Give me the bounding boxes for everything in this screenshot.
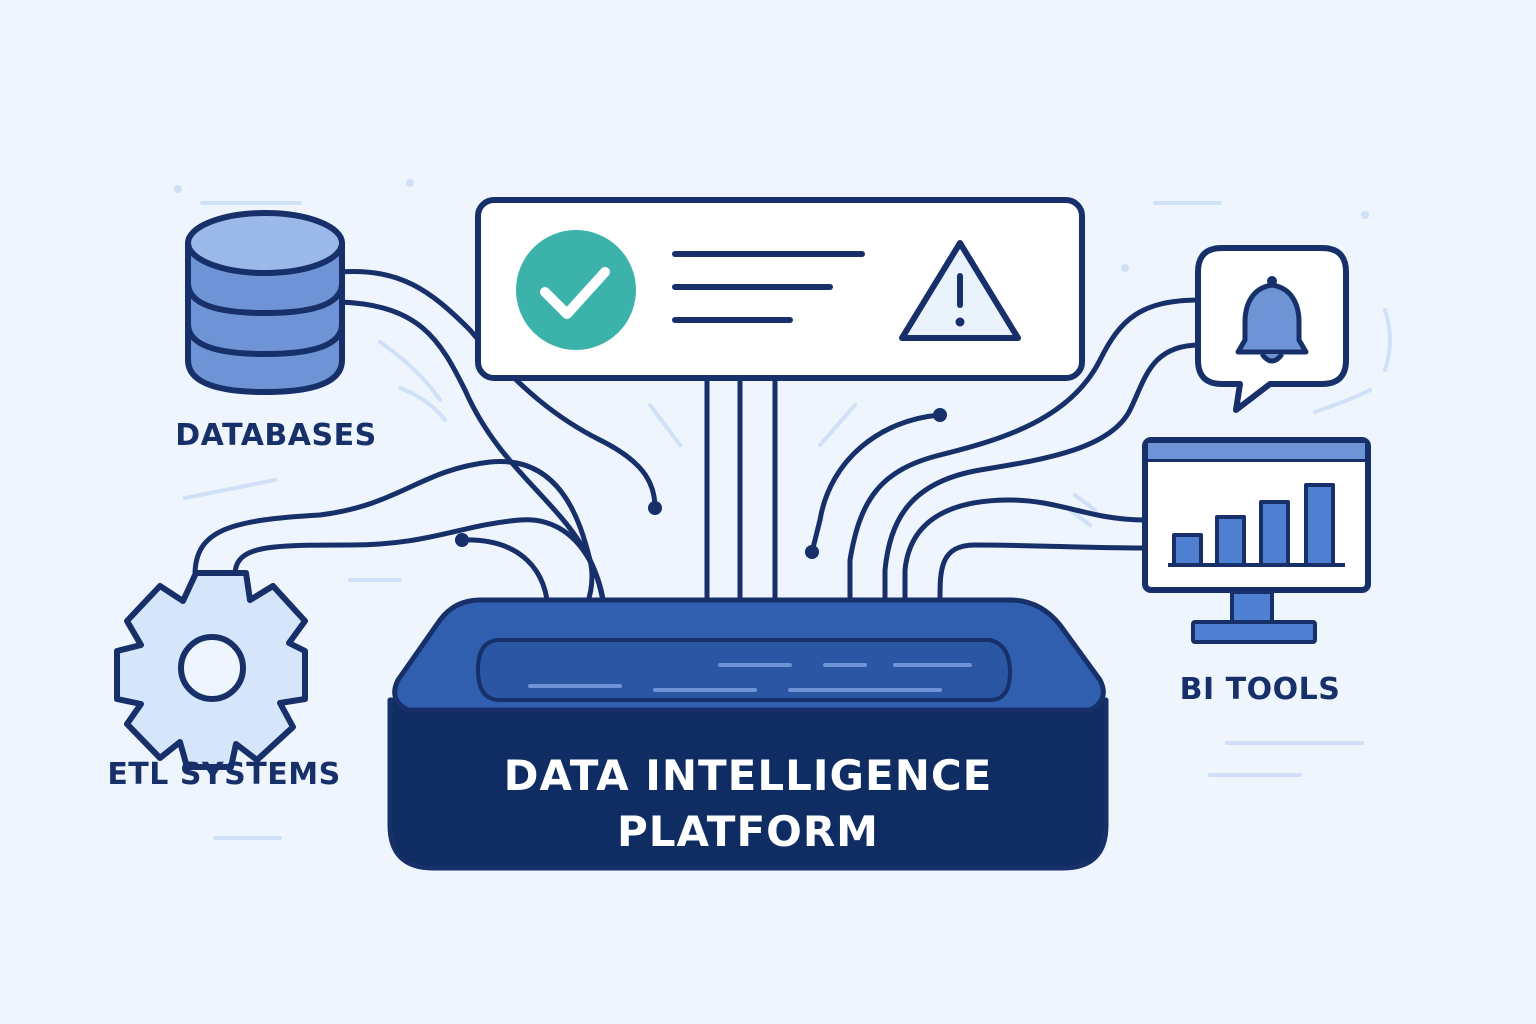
bell-icon xyxy=(1235,276,1309,364)
bell-link-1 xyxy=(847,297,1203,643)
background-decorations xyxy=(174,179,1392,840)
gear-icon xyxy=(114,570,308,770)
platform-base xyxy=(387,697,1109,871)
platform-block xyxy=(387,597,1109,871)
platform-title-line2: PLATFORM xyxy=(617,807,879,856)
database-icon xyxy=(185,210,345,395)
bi-bars xyxy=(1172,483,1335,567)
etl-systems-label: ETL SYSTEMS xyxy=(107,757,341,792)
platform-title-line1: DATA INTELLIGENCE xyxy=(503,751,993,800)
bell-link-3 xyxy=(809,412,943,555)
platform-dashes xyxy=(528,663,972,692)
platform-title: DATA INTELLIGENCE PLATFORM xyxy=(504,748,993,860)
db-link-1 xyxy=(337,269,658,511)
bi-tools-label: BI TOOLS xyxy=(1179,672,1341,707)
text-lines xyxy=(672,251,865,323)
bi-link-2 xyxy=(937,542,1148,603)
check-circle-icon xyxy=(516,230,636,350)
databases-label: DATABASES xyxy=(175,418,377,453)
bi-link-1 xyxy=(902,497,1148,643)
bell-link-2 xyxy=(882,342,1203,643)
alert-panel xyxy=(475,197,1085,381)
bell-bubble xyxy=(1195,245,1349,413)
connection-dots xyxy=(455,408,947,559)
warning-triangle-icon xyxy=(899,240,1021,341)
bar-chart-monitor-icon xyxy=(1142,437,1371,644)
